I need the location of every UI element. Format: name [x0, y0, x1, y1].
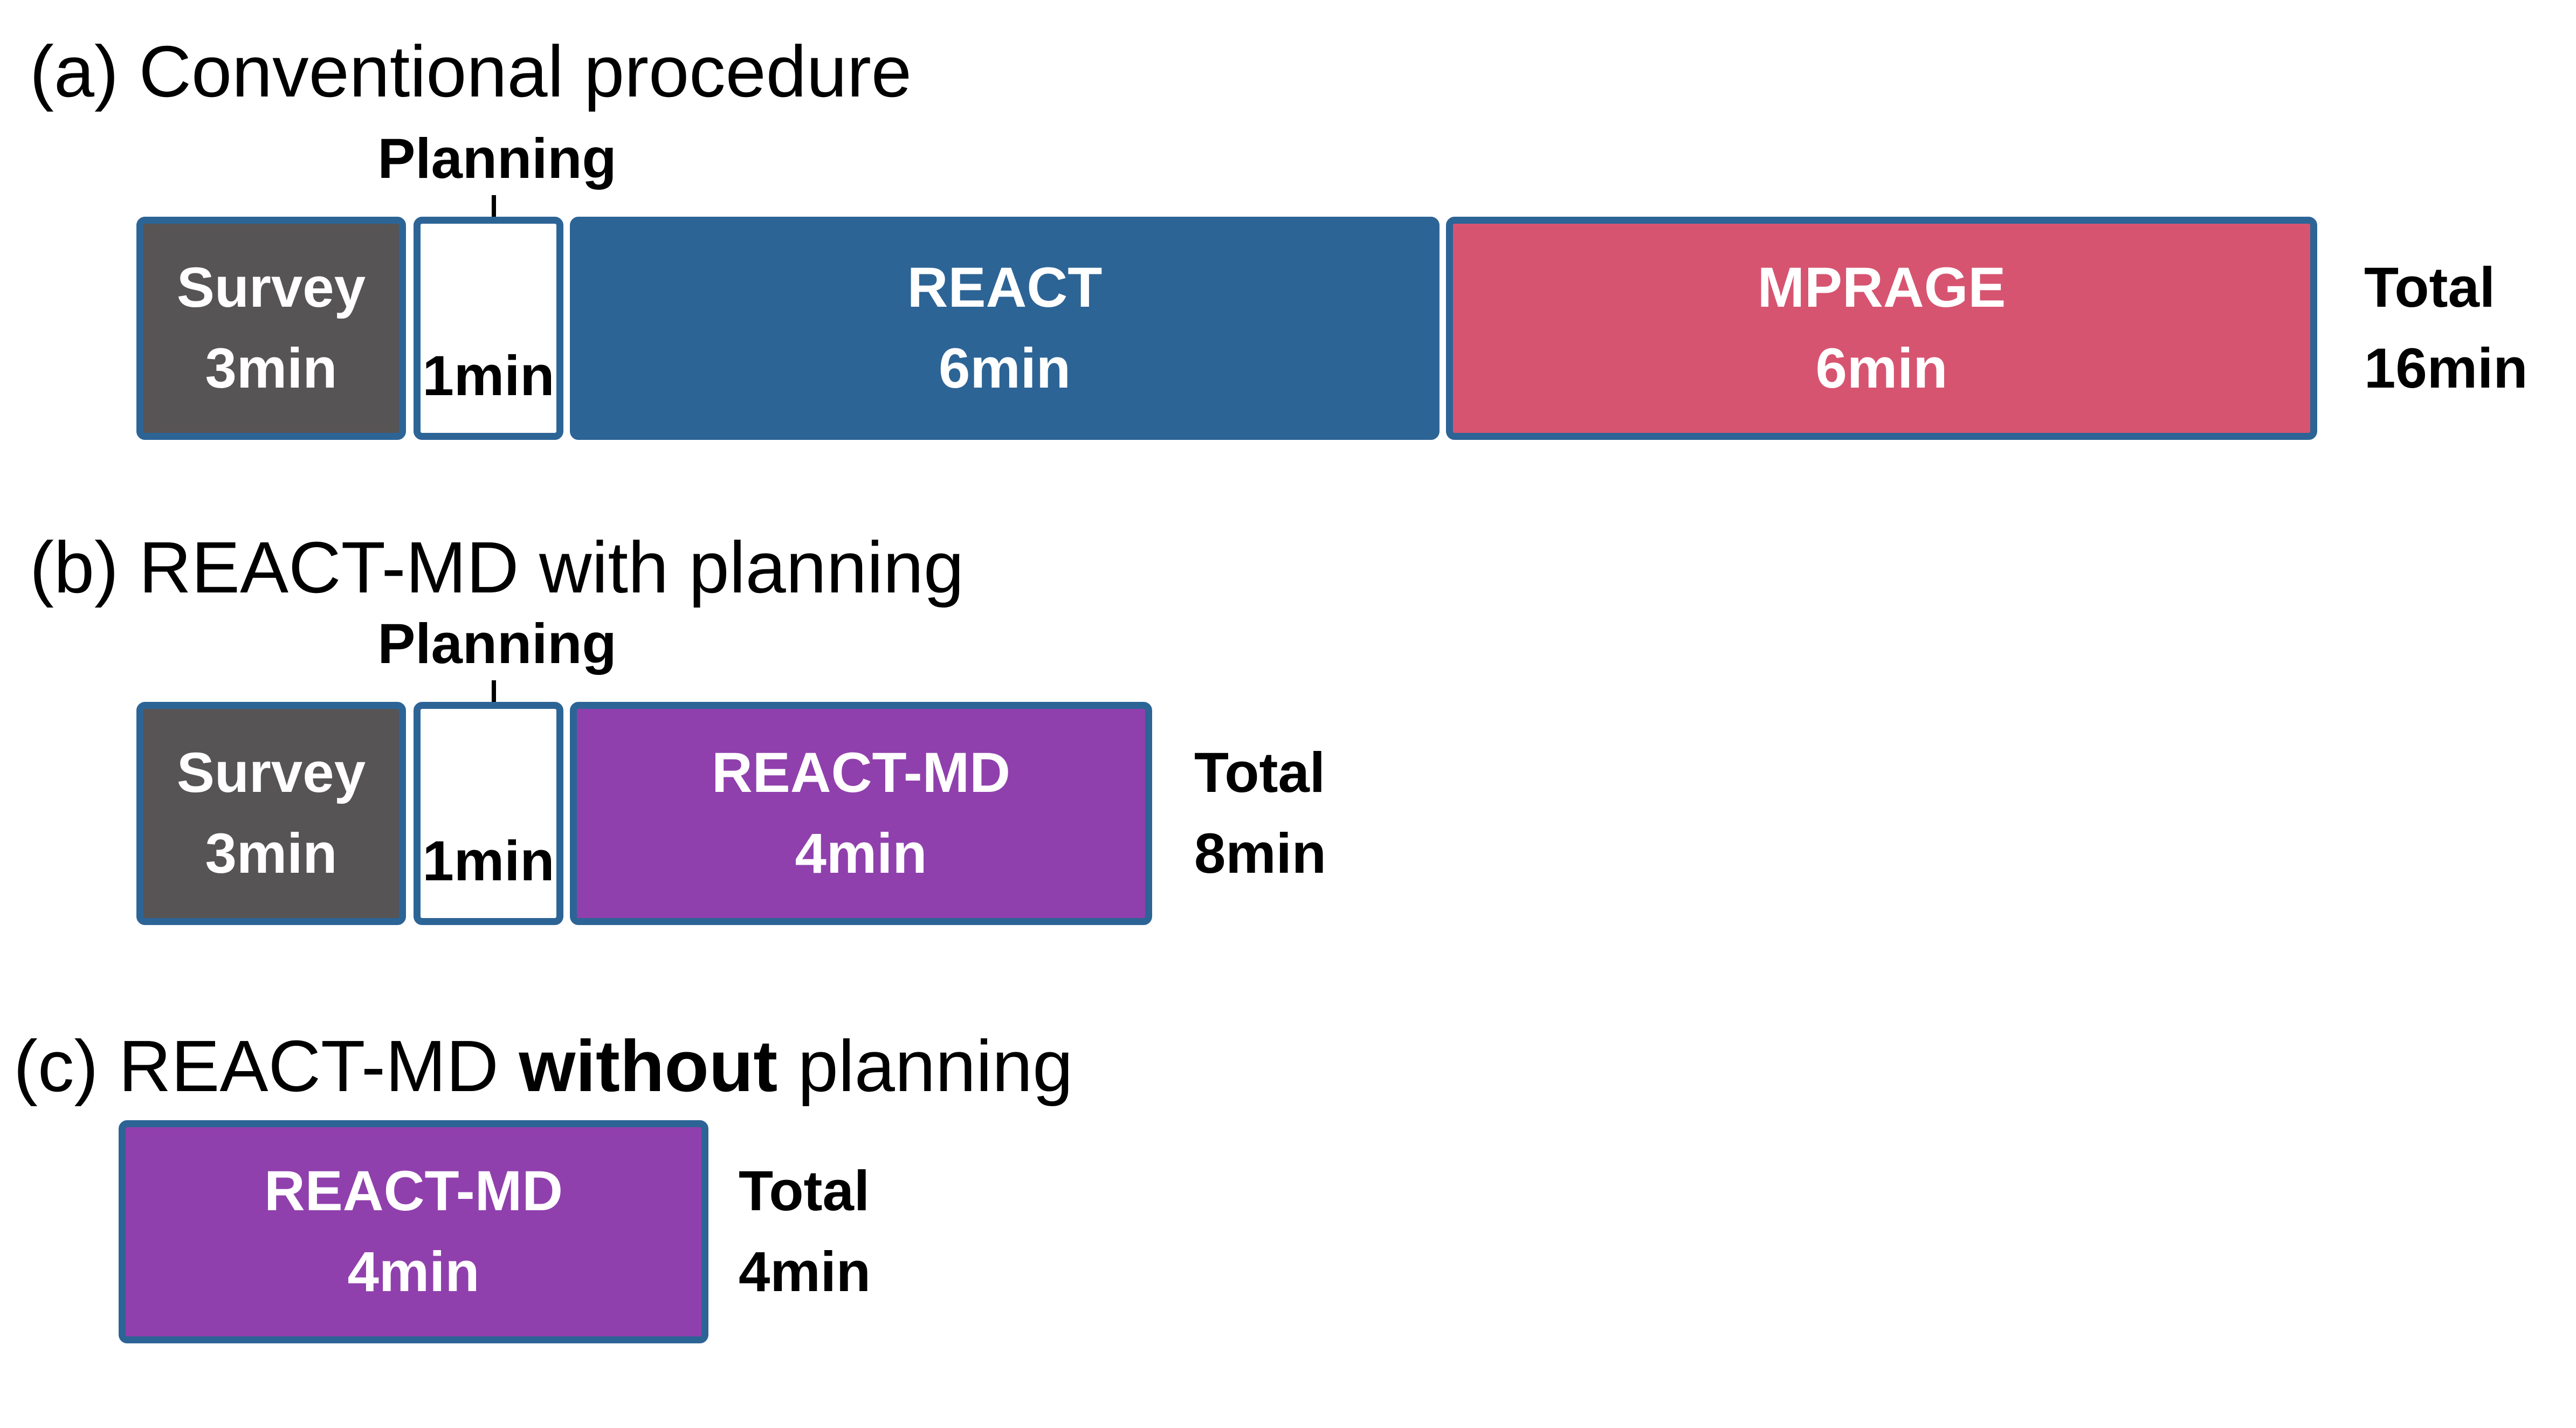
panel-b-title: (b) REACT-MD with planning [30, 527, 965, 608]
total-value: 8min [1194, 822, 1327, 885]
block-label: REACT [907, 256, 1103, 319]
panel-a-survey-block: Survey 3min [136, 217, 406, 440]
block-duration: 6min [938, 337, 1071, 400]
block-label: Survey [176, 741, 366, 804]
block-duration: 3min [205, 822, 338, 885]
panel-a-total: Total 16min [2364, 217, 2527, 440]
panel-c-title-suffix: planning [777, 1025, 1073, 1107]
total-value: 4min [739, 1240, 871, 1303]
block-duration: 3min [205, 337, 338, 400]
block-duration: 4min [795, 822, 927, 885]
block-label: MPRAGE [1757, 256, 2006, 319]
panel-c-title-prefix: (c) REACT-MD [13, 1025, 519, 1107]
panel-c-title: (c) REACT-MD without planning [13, 1024, 1073, 1108]
block-duration: 6min [1815, 337, 1948, 400]
panel-c-react-md-block: REACT-MD 4min [119, 1120, 708, 1343]
block-duration: 1min [422, 344, 555, 408]
panel-c-title-bold-word: without [519, 1025, 778, 1107]
panel-b-react-md-block: REACT-MD 4min [570, 702, 1152, 925]
panel-a-planning-label: Planning [377, 127, 617, 190]
panel-b-planning-label: Planning [377, 612, 617, 675]
panel-b-planning-block: 1min [414, 702, 563, 925]
panel-b-survey-block: Survey 3min [136, 702, 406, 925]
total-label: Total [2364, 256, 2496, 319]
panel-b-total: Total 8min [1194, 702, 1326, 925]
block-label: REACT-MD [264, 1160, 563, 1223]
total-label: Total [739, 1160, 870, 1223]
total-label: Total [1194, 741, 1326, 804]
total-value: 16min [2364, 337, 2528, 400]
panel-a-title: (a) Conventional procedure [30, 31, 912, 112]
panel-a-mprage-block: MPRAGE 6min [1446, 217, 2317, 440]
panel-c-total: Total 4min [739, 1120, 871, 1343]
panel-a-react-block: REACT 6min [570, 217, 1439, 440]
block-duration: 1min [422, 830, 555, 893]
block-label: Survey [176, 256, 366, 319]
block-label: REACT-MD [711, 741, 1011, 804]
block-duration: 4min [347, 1240, 480, 1303]
panel-a-planning-block: 1min [414, 217, 563, 440]
